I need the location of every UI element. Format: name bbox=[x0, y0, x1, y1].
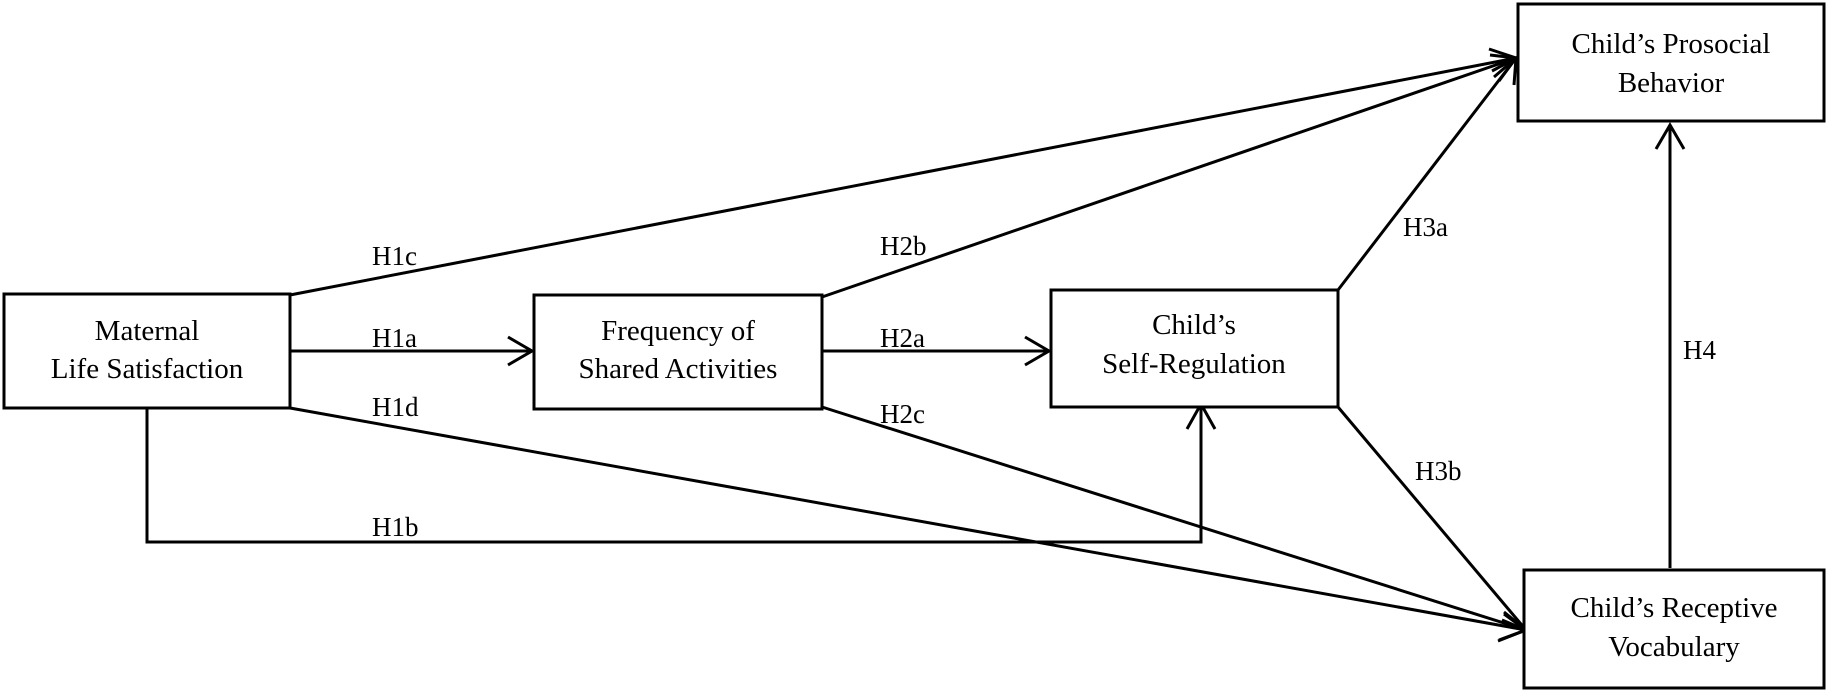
edge-h1d bbox=[289, 406, 1529, 642]
node-label-line-1: Child’s Receptive bbox=[1571, 592, 1778, 624]
node-label-line-1: Maternal bbox=[95, 315, 200, 347]
edge-label-h1d: H1d bbox=[372, 392, 419, 422]
edge-label-h4: H4 bbox=[1683, 335, 1716, 365]
edge-label-h1a: H1a bbox=[372, 323, 417, 353]
edge-label-h1c: H1c bbox=[372, 241, 417, 271]
node-childs-self-regulation: Child’s Self-Regulation bbox=[1049, 288, 1340, 409]
edge-label-h3b: H3b bbox=[1415, 456, 1462, 486]
node-label-line-2: Vocabulary bbox=[1608, 631, 1740, 663]
node-label-line-1: Child’s Prosocial bbox=[1572, 28, 1771, 60]
node-maternal-life-satisfaction: Maternal Life Satisfaction bbox=[2, 292, 292, 410]
edge-h4 bbox=[1654, 122, 1686, 568]
node-label-line-2: Self-Regulation bbox=[1102, 348, 1286, 380]
node-label-line-2: Behavior bbox=[1618, 67, 1725, 99]
edge-label-h2c: H2c bbox=[880, 399, 925, 429]
edge-label-h3a: H3a bbox=[1403, 212, 1448, 242]
node-label-line-1: Child’s bbox=[1152, 309, 1236, 341]
edge-h2a bbox=[822, 335, 1052, 367]
edge-label-h1b: H1b bbox=[372, 512, 419, 542]
node-label-line-1: Frequency of bbox=[601, 315, 755, 347]
edge-h3a bbox=[1336, 55, 1518, 291]
edge-h1a bbox=[290, 335, 535, 367]
node-childs-receptive-vocabulary: Child’s Receptive Vocabulary bbox=[1522, 568, 1826, 690]
edge-label-h2a: H2a bbox=[880, 323, 925, 353]
node-frequency-of-shared-activities: Frequency of Shared Activities bbox=[532, 293, 824, 411]
edge-label-h2b: H2b bbox=[880, 231, 927, 261]
edge-h3b bbox=[1336, 406, 1528, 633]
node-label-line-2: Shared Activities bbox=[579, 353, 778, 385]
node-childs-prosocial-behavior: Child’s Prosocial Behavior bbox=[1516, 2, 1826, 123]
node-label-line-2: Life Satisfaction bbox=[51, 353, 244, 385]
edge-h1b bbox=[145, 400, 1217, 544]
